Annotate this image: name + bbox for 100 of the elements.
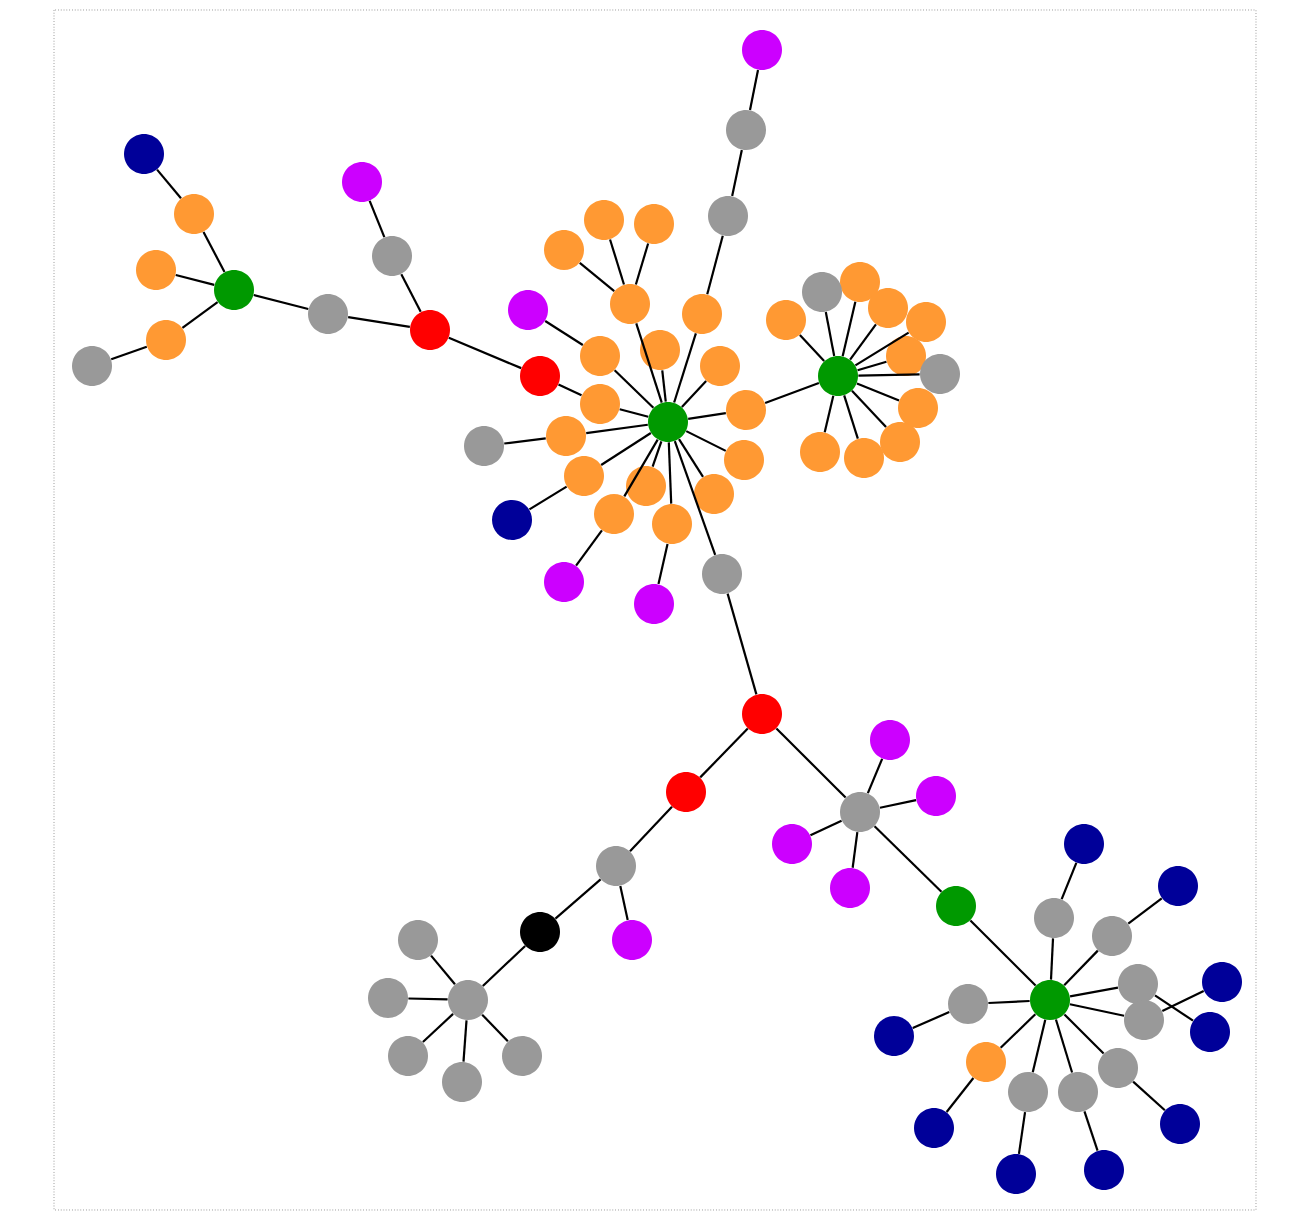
graph-node — [700, 346, 740, 386]
edge-line — [1063, 949, 1099, 987]
edge-line — [685, 430, 727, 452]
edge-line — [579, 262, 615, 292]
graph-node — [564, 456, 604, 496]
edge-line — [731, 149, 743, 197]
edge-line — [1132, 1080, 1166, 1112]
graph-node — [1064, 824, 1104, 864]
edge-line — [851, 832, 859, 868]
graph-node — [1092, 916, 1132, 956]
graph-node — [742, 694, 782, 734]
edge-line — [856, 382, 900, 402]
edge-line — [575, 529, 603, 567]
graph-node — [124, 134, 164, 174]
graph-node — [1030, 980, 1070, 1020]
graph-node — [580, 336, 620, 376]
graph-node — [596, 846, 636, 886]
graph-node — [1124, 1000, 1164, 1040]
graph-node — [626, 466, 666, 506]
edge-line — [1017, 1112, 1027, 1154]
edge-line — [873, 825, 943, 893]
edge-line — [667, 442, 673, 504]
graph-node — [372, 236, 412, 276]
edge-line — [1031, 1019, 1047, 1073]
graph-node — [772, 824, 812, 864]
edge-line — [945, 1077, 975, 1113]
graph-node — [502, 1036, 542, 1076]
edge-line — [673, 440, 717, 556]
edge-line — [448, 336, 522, 370]
graph-node — [508, 290, 548, 330]
graph-node — [410, 310, 450, 350]
graph-node — [880, 422, 920, 462]
edge-line — [858, 373, 920, 377]
edge-line — [764, 382, 820, 404]
graph-node — [594, 494, 634, 534]
edge-line — [600, 432, 652, 466]
edge-line — [253, 293, 309, 310]
graph-node — [936, 886, 976, 926]
graph-node — [818, 356, 858, 396]
graph-node — [520, 356, 560, 396]
edge-line — [1161, 989, 1205, 1013]
edge-line — [1069, 986, 1119, 998]
edge-line — [202, 231, 226, 273]
edge-line — [619, 885, 629, 921]
edge-line — [1054, 1019, 1074, 1073]
edge-line — [1127, 897, 1163, 925]
graph-node — [520, 912, 560, 952]
graph-node — [1058, 1072, 1098, 1112]
edge-line — [866, 758, 884, 794]
edge-line — [1154, 994, 1194, 1022]
edge-line — [651, 440, 663, 468]
graph-node — [724, 440, 764, 480]
edge-line — [422, 1013, 454, 1043]
edge-line — [688, 412, 726, 420]
graph-node — [840, 792, 880, 832]
edge-line — [999, 1013, 1037, 1049]
graph-node — [1098, 1048, 1138, 1088]
edge-line — [554, 878, 602, 920]
graph-node — [840, 262, 880, 302]
graph-node — [742, 30, 782, 70]
graph-node — [544, 562, 584, 602]
graph-node — [1034, 898, 1074, 938]
graph-node — [1190, 1012, 1230, 1052]
edge-line — [657, 543, 669, 585]
edge-line — [857, 360, 887, 372]
graph-node — [580, 384, 620, 424]
edge-line — [810, 819, 842, 837]
graph-node — [966, 1042, 1006, 1082]
graph-node — [1202, 962, 1242, 1002]
graph-node — [830, 868, 870, 908]
edge-line — [481, 1013, 509, 1043]
graph-node — [342, 162, 382, 202]
edge-line — [544, 320, 584, 346]
edge-line — [528, 485, 568, 511]
graph-node — [870, 720, 910, 760]
edge-line — [988, 999, 1030, 1005]
edge-line — [879, 799, 917, 809]
edge-line — [175, 274, 215, 286]
graph-node — [544, 230, 584, 270]
edge-line — [841, 301, 857, 357]
edge-line — [706, 235, 724, 295]
edge-line — [181, 301, 219, 329]
graph-node — [584, 200, 624, 240]
edge-line — [586, 423, 648, 435]
edge-line — [482, 945, 526, 987]
edge-line — [748, 69, 760, 111]
graph-node — [652, 504, 692, 544]
edge-line — [1069, 1003, 1125, 1017]
edge-line — [613, 369, 655, 409]
graph-node — [1008, 1072, 1048, 1112]
graph-node — [694, 474, 734, 514]
graph-node — [666, 772, 706, 812]
graph-node — [702, 554, 742, 594]
graph-node — [388, 1036, 428, 1076]
graph-node — [398, 920, 438, 960]
edge-line — [824, 311, 836, 357]
graph-node — [948, 984, 988, 1024]
edge-line — [681, 380, 707, 408]
edge-line — [110, 345, 148, 361]
edge-line — [799, 334, 825, 362]
